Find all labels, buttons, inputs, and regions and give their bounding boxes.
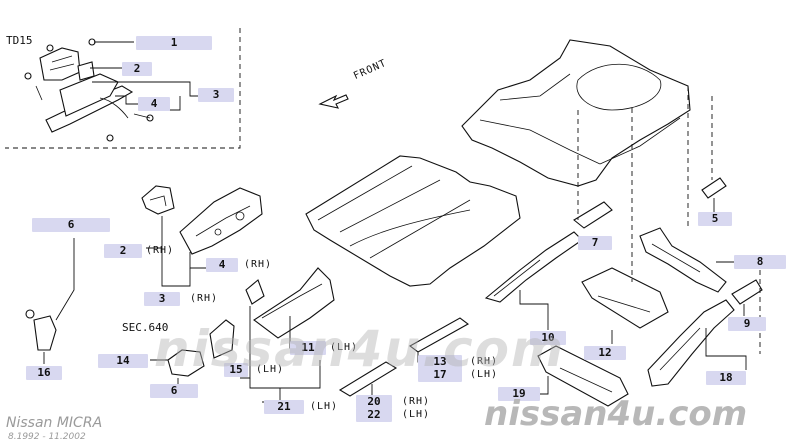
callout-21-number: 21 (277, 400, 291, 413)
callout-21[interactable]: 21 (264, 400, 304, 414)
callout-6-lower[interactable]: 6 (150, 384, 198, 398)
callout-3-rh-number: 3 (158, 292, 166, 305)
callout-6-upper[interactable]: 6 (32, 218, 110, 232)
callout-10[interactable]: 10 (530, 331, 566, 345)
callout-3[interactable]: 3 (198, 88, 234, 102)
callout-22-number: 22 (367, 408, 381, 421)
callout-3-rh[interactable]: 3 (144, 292, 180, 306)
side-rh-2: (RH) (146, 245, 175, 256)
callout-11-number: 11 (301, 341, 315, 354)
callout-2-number: 2 (133, 62, 141, 75)
callout-1-number: 1 (170, 36, 178, 49)
part-16-bolt (25, 309, 57, 351)
part-14-bracket (167, 349, 205, 377)
part-9-bracket (731, 279, 763, 305)
callout-6-lower-number: 6 (170, 384, 178, 397)
callout-15-number: 15 (229, 363, 243, 376)
callout-19[interactable]: 19 (498, 387, 540, 401)
callout-20[interactable]: 20 (356, 395, 392, 409)
side-rh-3: (RH) (190, 293, 219, 304)
part-2-bracket (141, 185, 175, 215)
side-lh-22: (LH) (402, 409, 431, 420)
callout-2-rh-number: 2 (119, 244, 127, 257)
callout-18[interactable]: 18 (706, 371, 746, 385)
part-20-sill (338, 361, 398, 397)
section-reference-label: SEC.640 (122, 321, 169, 334)
callout-5-number: 5 (711, 212, 719, 225)
part-13-sill (408, 317, 470, 353)
inset-bracket-assembly (24, 38, 154, 142)
callout-12[interactable]: 12 (584, 346, 626, 360)
callout-22[interactable]: 22 (356, 408, 392, 422)
callout-15[interactable]: 15 (224, 363, 248, 377)
watermark-bottom: nissan4u.com (484, 394, 748, 434)
callout-16-number: 16 (37, 366, 51, 379)
side-rh-20: (RH) (402, 396, 431, 407)
callout-17[interactable]: 17 (418, 368, 462, 382)
callout-14[interactable]: 14 (98, 354, 148, 368)
callout-4[interactable]: 4 (138, 97, 170, 111)
rear-floor-pan (461, 39, 691, 187)
part-5-bracket (701, 177, 727, 199)
callout-3-number: 3 (212, 88, 220, 101)
callout-18-number: 18 (719, 371, 733, 384)
part-11-member (209, 267, 335, 359)
footer-model: Nissan MICRA (6, 415, 103, 431)
callout-4-rh-number: 4 (218, 258, 226, 271)
part-19-member (537, 345, 629, 407)
callout-4-number: 4 (150, 97, 158, 110)
part-12-member (581, 267, 669, 329)
callout-9[interactable]: 9 (728, 317, 766, 331)
callout-2-rh[interactable]: 2 (104, 244, 142, 258)
side-lh-11: (LH) (330, 342, 359, 353)
callout-11[interactable]: 11 (290, 341, 326, 355)
callout-20-number: 20 (367, 395, 381, 408)
callout-12-number: 12 (598, 346, 612, 359)
side-rh-4: (RH) (244, 259, 273, 270)
part-8-rail (639, 227, 727, 293)
side-lh-17: (LH) (470, 369, 499, 380)
callout-16[interactable]: 16 (26, 366, 62, 380)
footer-years: 8.1992 - 11.2002 (8, 432, 86, 442)
side-lh-21: (LH) (310, 401, 339, 412)
callout-10-number: 10 (541, 331, 555, 344)
side-rh-13: (RH) (470, 356, 499, 367)
part-4-side-member (179, 187, 263, 255)
callout-2[interactable]: 2 (122, 62, 152, 76)
inset-label: TD15 (6, 34, 33, 47)
callout-1[interactable]: 1 (136, 36, 212, 50)
callout-6-upper-number: 6 (67, 218, 75, 231)
callout-17-number: 17 (433, 368, 447, 381)
callout-4-rh[interactable]: 4 (206, 258, 238, 272)
callout-5[interactable]: 5 (698, 212, 732, 226)
part-7-bracket (573, 201, 613, 229)
callout-19-number: 19 (512, 387, 526, 400)
callout-8-number: 8 (756, 255, 764, 268)
callout-13-number: 13 (433, 355, 447, 368)
callout-7[interactable]: 7 (578, 236, 612, 250)
watermark-center: nissan4u.com (154, 320, 566, 378)
callout-13[interactable]: 13 (418, 355, 462, 369)
part-10-rail (484, 231, 583, 303)
callout-7-number: 7 (591, 236, 599, 249)
part-18-member (647, 299, 735, 387)
inset-border (5, 28, 241, 149)
callout-14-number: 14 (116, 354, 130, 367)
front-arrow-icon (318, 94, 349, 109)
front-floor-pan (305, 155, 521, 287)
side-lh-15: (LH) (256, 364, 285, 375)
callout-9-number: 9 (743, 317, 751, 330)
callout-8[interactable]: 8 (734, 255, 786, 269)
